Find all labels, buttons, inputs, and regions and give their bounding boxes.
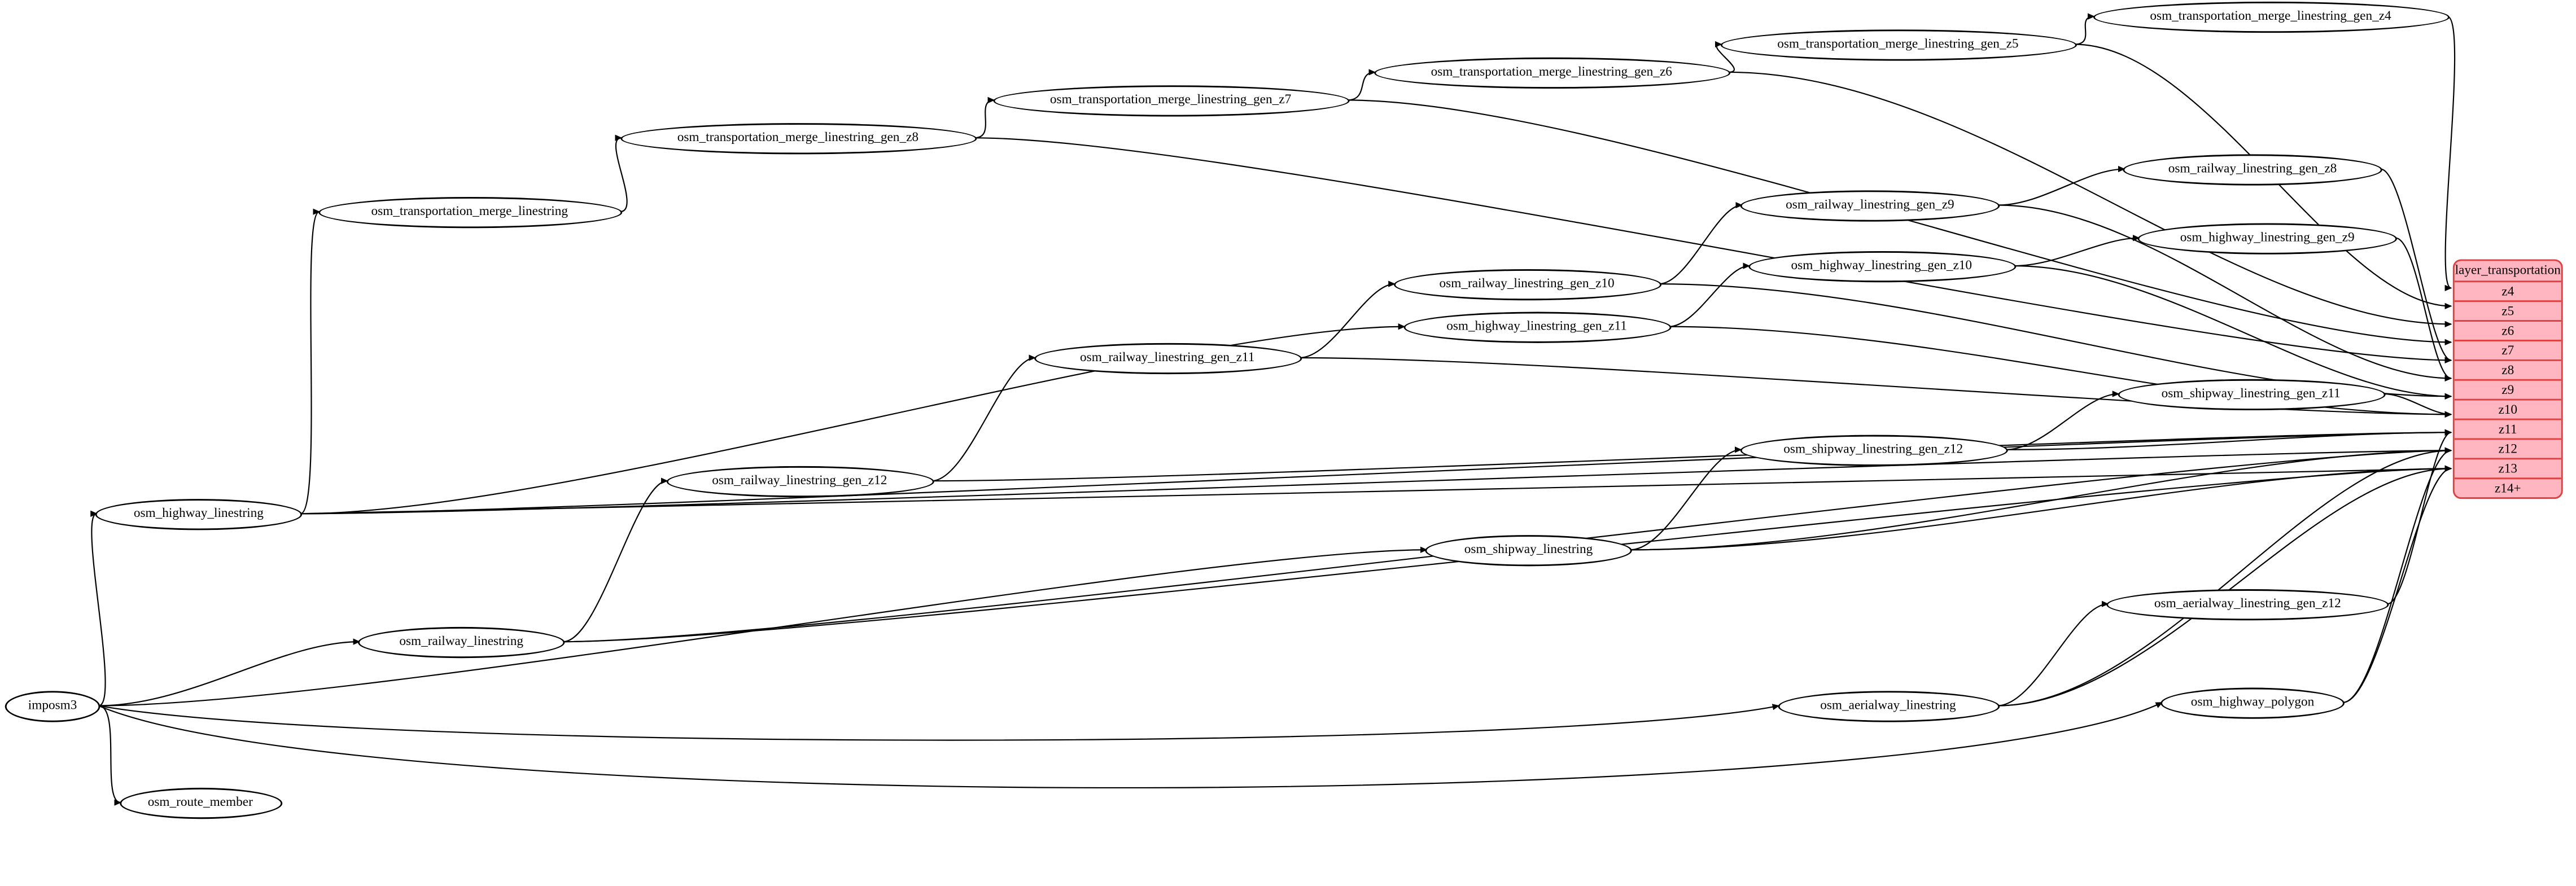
node-osm-shipway-linestring-gen-z12: osm_shipway_linestring_gen_z12 bbox=[1739, 434, 2008, 466]
edge-osm-railway-linestring-gen-z12-to-layer-z12 bbox=[931, 429, 2452, 482]
layer-row-z6: z6 bbox=[2454, 320, 2561, 340]
edge-osm-highway-linestring-gen-z10-to-osm-highway-linestring-gen-z9 bbox=[2013, 235, 2140, 267]
edge-osm-railway-linestring-gen-z9-to-layer-z9 bbox=[1998, 204, 2452, 381]
edge-imposm3-to-osm-railway-linestring bbox=[98, 638, 361, 707]
edge-osm-aerialway-linestring-to-layer-z14+ bbox=[1997, 465, 2452, 707]
edge-osm-shipway-linestring-to-osm-shipway-linestring-gen-z12 bbox=[1630, 446, 1742, 551]
edge-imposm3-to-osm-highway-linestring bbox=[90, 510, 106, 707]
node-osm-railway-linestring: osm_railway_linestring bbox=[357, 626, 565, 657]
edge-osm-transportation-merge-linestring-gen-z7-to-layer-z7 bbox=[1347, 99, 2452, 346]
edge-osm-transportation-merge-linestring-gen-z7-to-osm-transportation-merge-linestring-gen-z6 bbox=[1347, 69, 1376, 101]
node-osm-aerialway-linestring-gen-z12: osm_aerialway_linestring_gen_z12 bbox=[2106, 588, 2389, 620]
node-osm-shipway-linestring: osm_shipway_linestring bbox=[1425, 534, 1632, 565]
layer-row-z7: z7 bbox=[2454, 339, 2561, 359]
edge-osm-highway-polygon-to-layer-z13 bbox=[2342, 447, 2452, 703]
edge-imposm3-to-osm-highway-polygon bbox=[98, 701, 2163, 789]
edge-osm-shipway-linestring-gen-z11-to-layer-z11 bbox=[2383, 393, 2452, 418]
node-osm-railway-linestring-gen-z8: osm_railway_linestring_gen_z8 bbox=[2123, 153, 2382, 185]
edge-osm-transportation-merge-linestring-gen-z8-to-osm-transportation-merge-linestring-gen-z7 bbox=[974, 97, 995, 139]
node-osm-transportation-merge-linestring-gen-z4: osm_transportation_merge_linestring_gen_… bbox=[2092, 1, 2449, 32]
edge-osm-transportation-merge-linestring-to-osm-transportation-merge-linestring-gen-z8 bbox=[615, 134, 628, 213]
edge-imposm3-to-osm-shipway-linestring bbox=[98, 546, 1428, 707]
node-osm-transportation-merge-linestring-gen-z7: osm_transportation_merge_linestring_gen_… bbox=[992, 84, 1349, 116]
edge-osm-railway-linestring-gen-z12-to-osm-railway-linestring-gen-z11 bbox=[931, 354, 1036, 482]
layer-row-z13: z13 bbox=[2454, 458, 2561, 477]
edge-osm-shipway-linestring-to-layer-z13 bbox=[1630, 447, 2452, 551]
edge-osm-transportation-merge-linestring-gen-z6-to-osm-transportation-merge-linestring-gen-z5 bbox=[1715, 41, 1735, 73]
edge-osm-highway-linestring-to-osm-transportation-merge-linestring bbox=[300, 208, 321, 515]
node-osm-shipway-linestring-gen-z11: osm_shipway_linestring_gen_z11 bbox=[2117, 378, 2385, 410]
layer-row-z5: z5 bbox=[2454, 300, 2561, 320]
node-osm-highway-polygon: osm_highway_polygon bbox=[2160, 687, 2345, 718]
node-osm-railway-linestring-gen-z10: osm_railway_linestring_gen_z10 bbox=[1393, 268, 1661, 300]
edge-osm-highway-linestring-gen-z10-to-layer-z10 bbox=[2013, 265, 2452, 400]
edge-osm-railway-linestring-gen-z9-to-osm-railway-linestring-gen-z8 bbox=[1998, 165, 2125, 206]
edge-osm-highway-polygon-to-layer-z14+ bbox=[2342, 465, 2452, 703]
edge-osm-shipway-linestring-gen-z12-to-osm-shipway-linestring-gen-z11 bbox=[2005, 391, 2120, 450]
edge-osm-transportation-merge-linestring-gen-z5-to-osm-transportation-merge-linestring-gen-z4 bbox=[2074, 13, 2095, 45]
node-osm-route-member: osm_route_member bbox=[119, 787, 282, 818]
edge-osm-aerialway-linestring-to-layer-z13 bbox=[1997, 447, 2452, 707]
edge-osm-aerialway-linestring-to-osm-aerialway-linestring-gen-z12 bbox=[1997, 600, 2109, 707]
edge-osm-transportation-merge-linestring-gen-z4-to-layer-z4 bbox=[2444, 15, 2456, 291]
edge-imposm3-to-osm-aerialway-linestring bbox=[98, 704, 1780, 741]
node-osm-transportation-merge-linestring-gen-z6: osm_transportation_merge_linestring_gen_… bbox=[1373, 56, 1730, 88]
node-osm-railway-linestring-gen-z11: osm_railway_linestring_gen_z11 bbox=[1033, 342, 1301, 374]
edge-osm-transportation-merge-linestring-gen-z6-to-layer-z6 bbox=[1727, 71, 2452, 328]
edge-osm-railway-linestring-to-osm-railway-linestring-gen-z12 bbox=[563, 477, 668, 643]
layer-row-z8: z8 bbox=[2454, 359, 2561, 379]
node-osm-railway-linestring-gen-z12: osm_railway_linestring_gen_z12 bbox=[666, 465, 934, 497]
edge-osm-highway-linestring-to-layer-z12 bbox=[300, 429, 2452, 515]
node-osm-transportation-merge-linestring-gen-z8: osm_transportation_merge_linestring_gen_… bbox=[619, 122, 976, 153]
layer-transportation-title: layer_transportation bbox=[2455, 262, 2561, 278]
node-osm-aerialway-linestring: osm_aerialway_linestring bbox=[1777, 690, 1999, 722]
edge-osm-railway-linestring-gen-z11-to-osm-railway-linestring-gen-z10 bbox=[1299, 280, 1396, 359]
edge-osm-highway-linestring-to-layer-z14+ bbox=[300, 465, 2452, 515]
layer-row-z10: z10 bbox=[2454, 398, 2561, 419]
node-osm-highway-linestring: osm_highway_linestring bbox=[95, 498, 303, 529]
node-osm-transportation-merge-linestring: osm_transportation_merge_linestring bbox=[317, 196, 622, 227]
edge-osm-highway-linestring-gen-z11-to-osm-highway-linestring-gen-z10 bbox=[1669, 262, 1751, 327]
edge-imposm3-to-osm-route-member bbox=[98, 705, 122, 806]
edge-osm-transportation-merge-linestring-gen-z8-to-layer-z8 bbox=[974, 137, 2452, 364]
node-osm-highway-linestring-gen-z9: osm_highway_linestring_gen_z9 bbox=[2137, 222, 2397, 254]
node-osm-highway-linestring-gen-z10: osm_highway_linestring_gen_z10 bbox=[1747, 250, 2015, 282]
layer-row-z9: z9 bbox=[2454, 379, 2561, 399]
node-osm-railway-linestring-gen-z9: osm_railway_linestring_gen_z9 bbox=[1740, 189, 2000, 221]
layer-row-z12: z12 bbox=[2454, 438, 2561, 458]
edge-osm-shipway-linestring-to-layer-z14+ bbox=[1630, 465, 2452, 551]
edge-osm-highway-linestring-to-osm-highway-linestring-gen-z11 bbox=[300, 323, 1406, 515]
edge-osm-shipway-linestring-gen-z12-to-layer-z12 bbox=[2005, 429, 2452, 450]
edge-osm-highway-linestring-gen-z9-to-layer-z9 bbox=[2395, 237, 2452, 381]
edge-osm-highway-linestring-gen-z11-to-layer-z11 bbox=[1669, 326, 2452, 418]
layer-row-z11: z11 bbox=[2454, 418, 2561, 438]
edge-osm-railway-linestring-gen-z8-to-layer-z8 bbox=[2380, 168, 2452, 363]
node-imposm3: imposm3 bbox=[5, 690, 100, 722]
layer-row-z4: z4 bbox=[2454, 280, 2561, 300]
node-osm-transportation-merge-linestring-gen-z5: osm_transportation_merge_linestring_gen_… bbox=[1720, 28, 2076, 60]
node-osm-highway-linestring-gen-z11: osm_highway_linestring_gen_z11 bbox=[1403, 311, 1671, 343]
layer-row-z14+: z14+ bbox=[2454, 477, 2561, 497]
edge-osm-railway-linestring-gen-z11-to-layer-z11 bbox=[1299, 357, 2452, 418]
